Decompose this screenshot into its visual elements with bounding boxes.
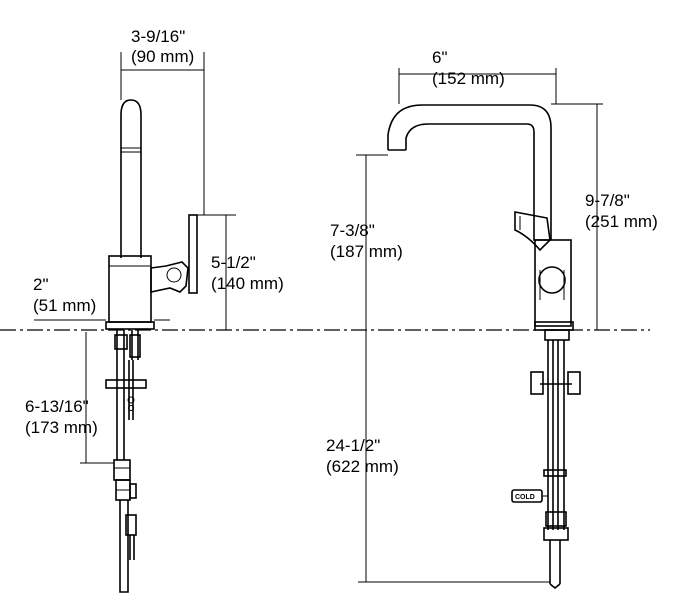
spout-reach-metric: (152 mm) (432, 69, 505, 88)
width-top-metric: (90 mm) (131, 47, 194, 66)
handle-height-imperial: 5-1/2" (211, 253, 256, 272)
base-width-metric: (51 mm) (33, 296, 96, 315)
side-view-dimensions (34, 52, 236, 464)
front-view-faucet (387, 104, 581, 590)
below-deck-imperial: 6-13/16" (25, 397, 89, 416)
overall-height-imperial: 9-7/8" (585, 191, 630, 210)
side-view-faucet (105, 99, 198, 593)
spout-height-imperial: 7-3/8" (330, 221, 375, 240)
spout-reach-imperial: 6" (432, 48, 448, 67)
below-deck-metric: (173 mm) (25, 418, 98, 437)
spout-height-metric: (187 mm) (330, 242, 403, 261)
front-view-dimensions (356, 68, 603, 583)
width-top-imperial: 3-9/16" (131, 27, 185, 46)
base-width-imperial: 2" (33, 275, 49, 294)
overall-height-metric: (251 mm) (585, 212, 658, 231)
supply-length-metric: (622 mm) (326, 457, 399, 476)
supply-length-imperial: 24-1/2" (326, 436, 380, 455)
handle-height-metric: (140 mm) (211, 274, 284, 293)
cold-tag-label: COLD (515, 494, 535, 501)
